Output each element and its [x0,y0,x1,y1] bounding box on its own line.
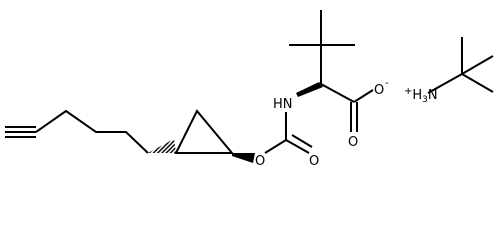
ammonium-n: N [428,88,438,103]
atom-o-ester: O [255,154,265,169]
bold-wedge-ester [232,153,255,163]
cyclopropane-ring [174,109,235,154]
pentynyl-chain [35,109,149,154]
charge-minus: - [385,78,389,89]
tert-butyl-group [289,10,355,84]
ammonium-charge: + [404,86,412,97]
ammonium-label: +H3N [404,86,438,105]
bond-o-carbonyl-c [264,139,287,154]
carboxylate-group [320,83,374,132]
atom-o-carboxyl: O [348,135,358,150]
tert-butylammonium [427,37,494,94]
molecule-structure: HN O O O - O +H3N [5,10,494,169]
atom-o-carbonyl: O [309,154,319,169]
bold-wedge-alpha [296,82,323,97]
hashed-wedge-chain [148,139,176,153]
bond-c-o-double-1 [285,139,310,154]
atom-nh: HN [273,97,293,112]
atom-o-carboxylate: O [374,83,384,98]
alkyne-triple-bond [5,126,36,138]
ammonium-sub: 3 [422,95,428,105]
bond-c-o-double-2 [291,134,313,148]
ammonium-h: H [412,88,422,103]
